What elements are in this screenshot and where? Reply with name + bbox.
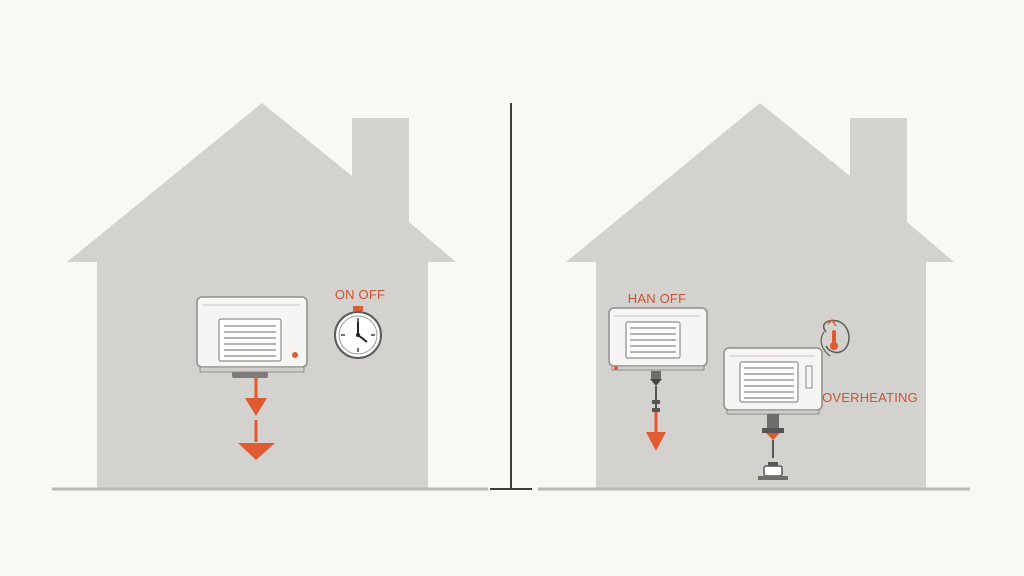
han-off-label: HAN OFF bbox=[628, 291, 686, 306]
down-arrow-icon bbox=[238, 378, 275, 460]
right-panel: HAN OFF bbox=[538, 103, 970, 491]
clock-icon bbox=[334, 306, 382, 359]
air-conditioner-icon bbox=[196, 296, 308, 378]
right-house bbox=[566, 103, 954, 488]
overheating-label: OVERHEATING bbox=[822, 390, 918, 405]
air-conditioner-icon bbox=[723, 347, 823, 415]
left-panel: ON OFF bbox=[52, 103, 488, 491]
on-off-label: ON OFF bbox=[335, 287, 385, 302]
down-arrow-icon bbox=[646, 371, 666, 451]
left-house bbox=[67, 103, 456, 488]
thermometer-icon bbox=[820, 318, 850, 357]
divider bbox=[490, 103, 532, 490]
drain-pipe-icon bbox=[758, 414, 788, 480]
air-conditioner-icon bbox=[608, 307, 708, 371]
